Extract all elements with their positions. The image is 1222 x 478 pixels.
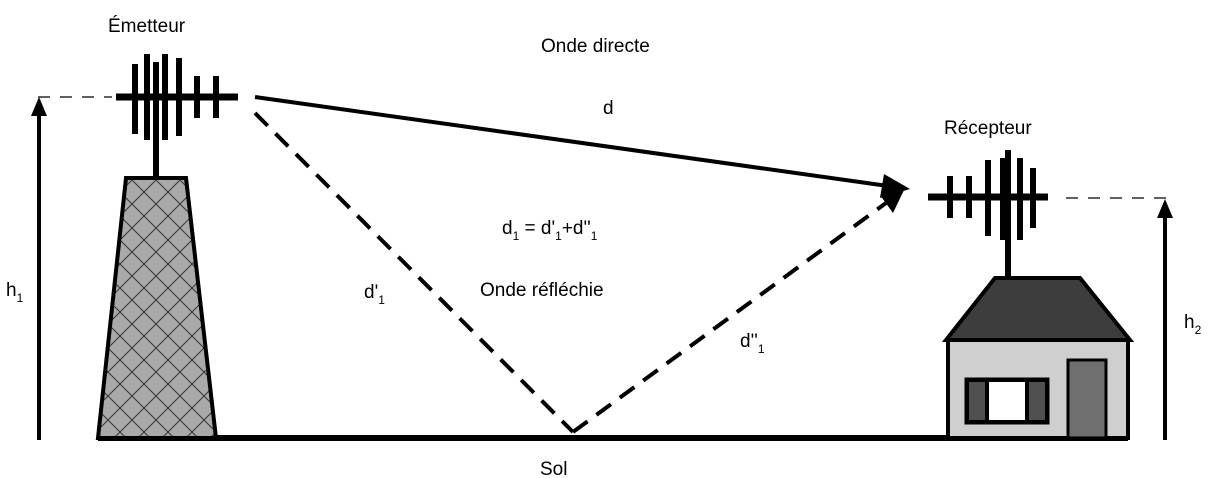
house-shutter-left — [967, 380, 987, 422]
formula-eq: = d' — [519, 218, 555, 239]
second-leg-text: d'' — [740, 331, 758, 352]
reflected-wave-second-leg — [571, 188, 905, 434]
first-leg-text: d' — [364, 282, 378, 303]
h2-label: h2 — [1184, 312, 1202, 337]
receiver-house — [941, 150, 1135, 440]
tower-body — [95, 176, 219, 440]
direct-wave-label: Onde directe — [541, 36, 650, 57]
direct-distance-label: d — [603, 98, 614, 119]
h2-text: h — [1184, 312, 1195, 333]
h2-arrow — [1157, 199, 1173, 440]
h1-text: h — [6, 280, 17, 301]
receiver-antenna-icon — [928, 158, 1048, 240]
reflected-wave-label: Onde réfléchie — [480, 280, 604, 301]
house-roof — [941, 276, 1135, 342]
direct-wave-arrow — [254, 95, 910, 198]
h1-sub: 1 — [17, 291, 24, 305]
receiver-label: Récepteur — [944, 118, 1032, 139]
formula-lhs: d — [502, 218, 513, 239]
emitter-tower — [95, 62, 219, 440]
h1-arrow — [31, 97, 47, 440]
reflected-wave-first-leg — [253, 111, 575, 434]
second-leg-label: d''1 — [740, 331, 765, 356]
h2-sub: 2 — [1195, 323, 1202, 337]
h1-label: h1 — [6, 280, 24, 305]
emitter-antenna-icon — [116, 54, 238, 140]
ground-label: Sol — [540, 459, 567, 478]
house-shutter-right — [1027, 380, 1047, 422]
second-leg-sub: 1 — [758, 342, 765, 356]
house-window — [987, 380, 1027, 422]
emitter-label: Émetteur — [108, 16, 186, 37]
first-leg-label: d'1 — [364, 282, 385, 307]
formula-lhs-sub: 1 — [513, 229, 520, 243]
formula-term1-sub: 1 — [555, 229, 562, 243]
first-leg-sub: 1 — [378, 293, 385, 307]
formula-term2-sub: 1 — [591, 229, 598, 243]
house-door — [1066, 358, 1108, 440]
reflected-distance-formula: d1 = d'1+d''1 — [502, 218, 598, 243]
formula-plus: +d'' — [562, 218, 591, 239]
